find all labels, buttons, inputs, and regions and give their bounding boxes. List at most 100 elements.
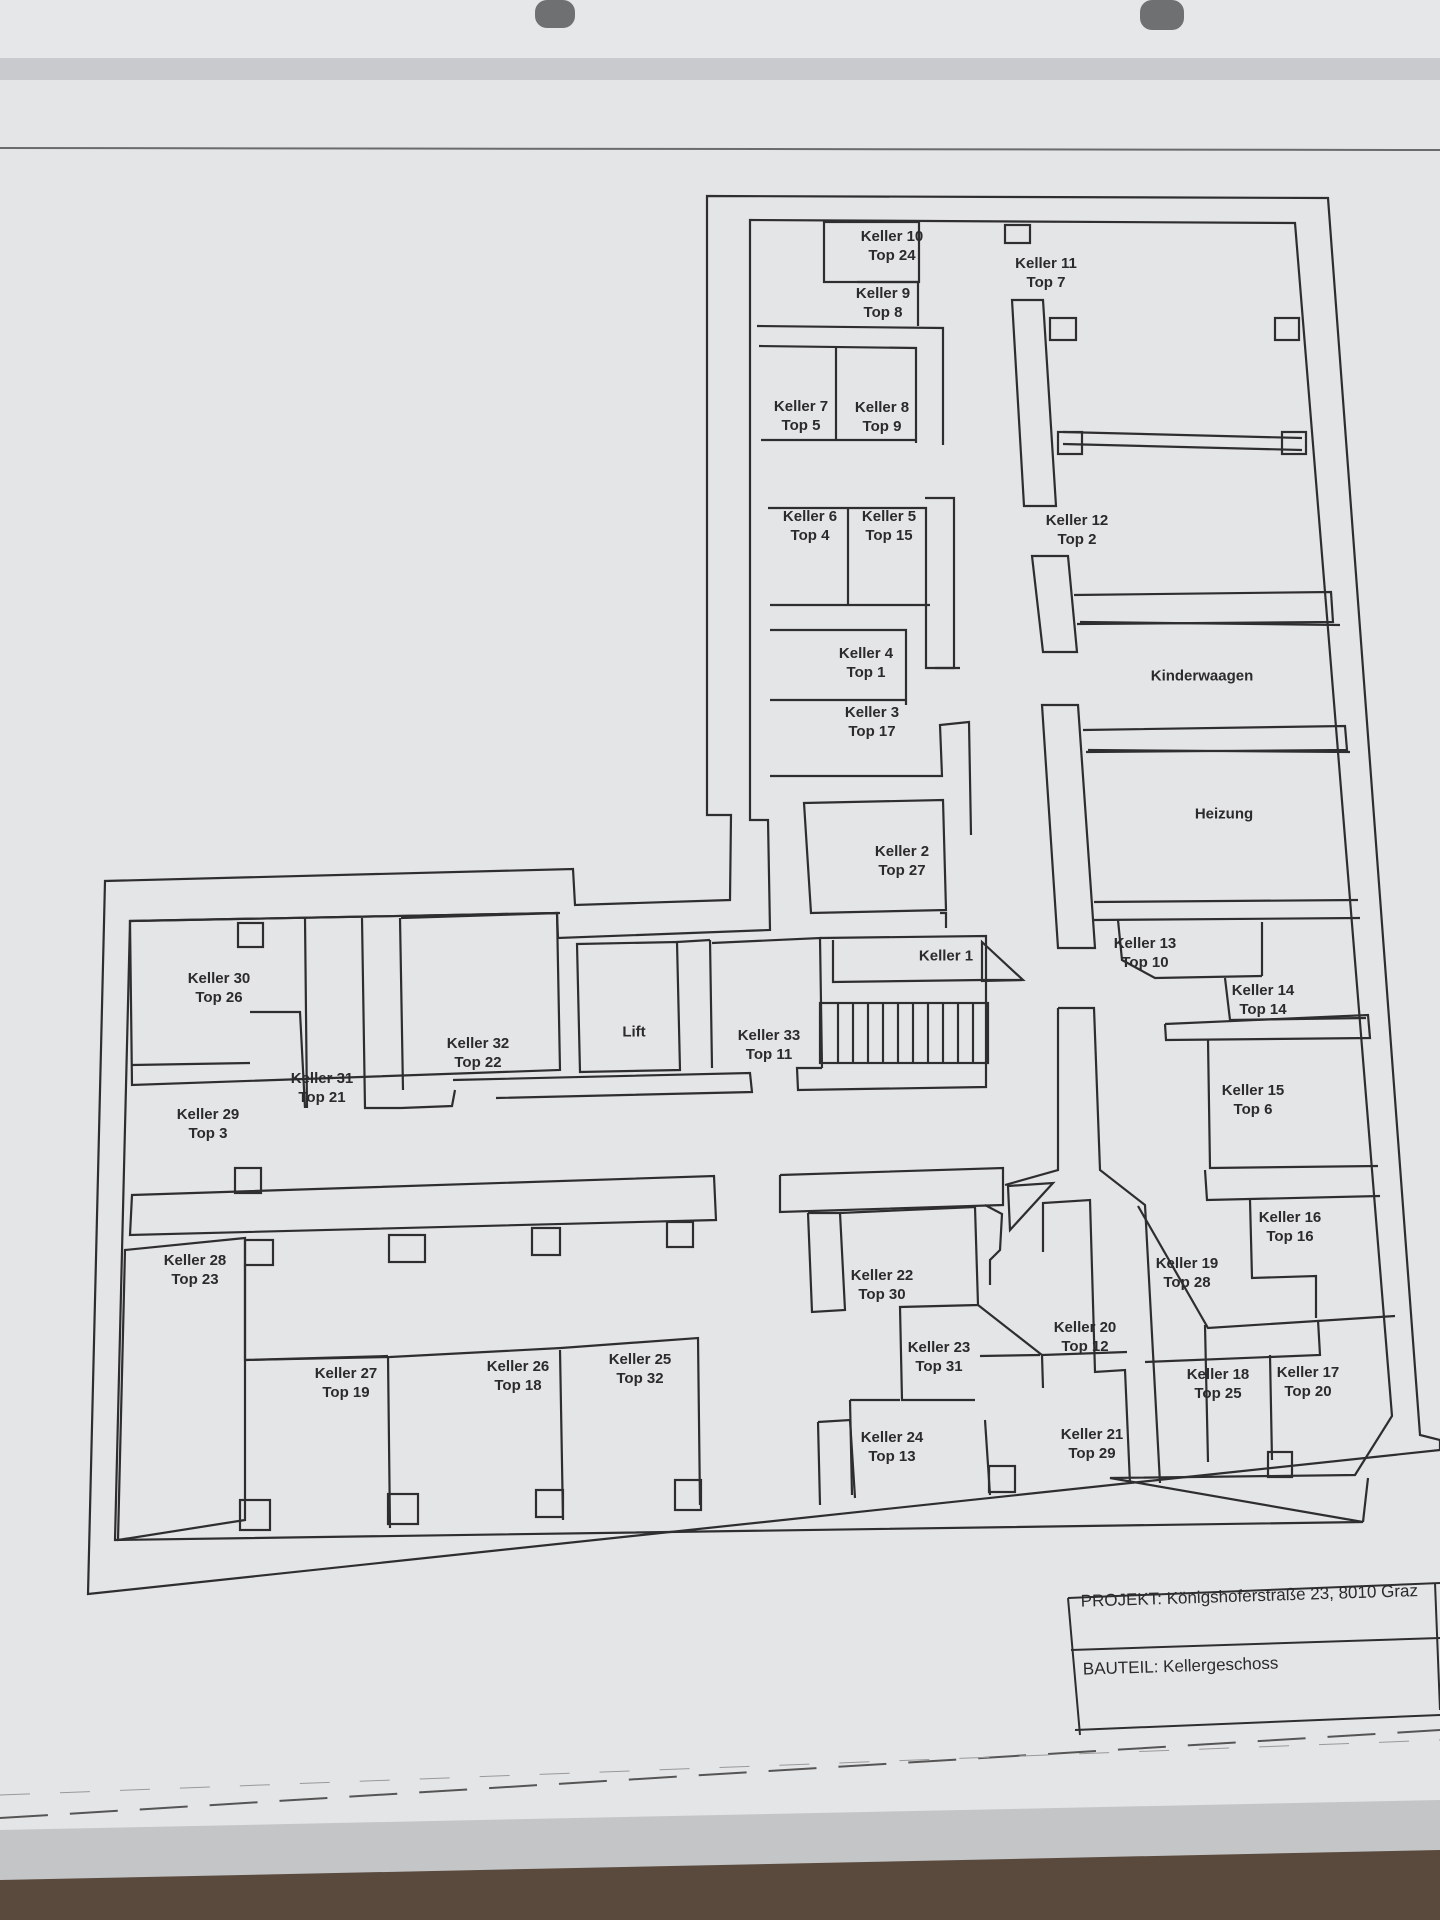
room-label-keller-30: Keller 30 Top 26 bbox=[188, 969, 251, 1007]
room-top: Top 13 bbox=[868, 1448, 916, 1465]
room-label-keller-11: Keller 11 Top 7 bbox=[1015, 254, 1077, 292]
room-name: Keller 17 bbox=[1276, 1364, 1340, 1381]
area-name: Heizung bbox=[1194, 805, 1254, 823]
room-top: Top 30 bbox=[858, 1286, 906, 1303]
room-label-keller-12: Keller 12 Top 2 bbox=[1046, 511, 1109, 549]
room-top: Top 20 bbox=[1284, 1383, 1332, 1400]
room-top: Top 22 bbox=[454, 1054, 502, 1071]
room-name: Keller 1 bbox=[918, 947, 974, 965]
room-top: Top 1 bbox=[846, 664, 886, 681]
room-name: Keller 18 bbox=[1186, 1366, 1250, 1383]
room-top: Top 7 bbox=[1026, 274, 1066, 291]
room-top: Top 25 bbox=[1194, 1385, 1242, 1402]
area-label-lift: Lift bbox=[622, 1023, 645, 1042]
room-top: Top 21 bbox=[298, 1089, 346, 1106]
room-label-keller-16: Keller 16 Top 16 bbox=[1259, 1208, 1322, 1246]
room-label-keller-8: Keller 8 Top 9 bbox=[855, 398, 909, 436]
room-top: Top 19 bbox=[322, 1384, 370, 1401]
room-top: Top 29 bbox=[1068, 1445, 1116, 1462]
room-top: Top 16 bbox=[1266, 1228, 1314, 1245]
room-label-keller-17: Keller 17 Top 20 bbox=[1277, 1363, 1340, 1401]
room-top: Top 27 bbox=[878, 862, 926, 879]
room-top: Top 8 bbox=[863, 304, 903, 321]
room-top: Top 12 bbox=[1061, 1338, 1109, 1355]
room-name: Keller 23 bbox=[907, 1339, 971, 1356]
room-name: Keller 24 bbox=[860, 1429, 924, 1446]
room-top: Top 14 bbox=[1239, 1001, 1287, 1018]
room-label-keller-26: Keller 26 Top 18 bbox=[487, 1357, 550, 1395]
area-name: Kinderwaagen bbox=[1150, 667, 1254, 685]
room-name: Keller 2 bbox=[874, 843, 930, 860]
room-label-keller-31: Keller 31 Top 21 bbox=[291, 1069, 354, 1107]
room-label-keller-33: Keller 33 Top 11 bbox=[738, 1026, 801, 1064]
room-label-keller-4: Keller 4 Top 1 bbox=[839, 644, 893, 682]
room-top: Top 3 bbox=[188, 1125, 228, 1142]
room-top: Top 24 bbox=[868, 247, 916, 264]
room-name: Keller 31 bbox=[290, 1070, 354, 1087]
room-name: Keller 29 bbox=[176, 1106, 240, 1123]
room-label-keller-5: Keller 5 Top 15 bbox=[862, 507, 916, 545]
room-label-keller-7: Keller 7 Top 5 bbox=[774, 397, 828, 435]
room-name: Keller 7 bbox=[773, 398, 829, 415]
room-label-keller-32: Keller 32 Top 22 bbox=[447, 1034, 510, 1072]
room-label-keller-6: Keller 6 Top 4 bbox=[783, 507, 837, 545]
room-name: Keller 27 bbox=[314, 1365, 378, 1382]
room-name: Keller 13 bbox=[1113, 935, 1177, 952]
room-label-keller-9: Keller 9 Top 8 bbox=[856, 284, 910, 322]
room-label-keller-19: Keller 19 Top 28 bbox=[1156, 1254, 1219, 1292]
area-label-kinderwagen: Kinderwaagen bbox=[1151, 667, 1254, 686]
room-top: Top 2 bbox=[1057, 531, 1097, 548]
room-name: Keller 32 bbox=[446, 1035, 510, 1052]
room-label-keller-29: Keller 29 Top 3 bbox=[177, 1105, 240, 1143]
room-name: Keller 8 bbox=[854, 399, 910, 416]
room-name: Keller 14 bbox=[1231, 982, 1295, 999]
room-label-keller-10: Keller 10 Top 24 bbox=[861, 227, 924, 265]
room-top: Top 18 bbox=[494, 1377, 542, 1394]
room-top: Top 5 bbox=[781, 417, 821, 434]
room-label-keller-24: Keller 24 Top 13 bbox=[861, 1428, 924, 1466]
room-top: Top 15 bbox=[865, 527, 913, 544]
room-label-keller-27: Keller 27 Top 19 bbox=[315, 1364, 378, 1402]
room-label-keller-1: Keller 1 bbox=[919, 947, 973, 966]
room-top: Top 32 bbox=[616, 1370, 664, 1387]
room-label-keller-20: Keller 20 Top 12 bbox=[1054, 1318, 1117, 1356]
room-name: Keller 12 bbox=[1045, 512, 1109, 529]
room-name: Keller 9 bbox=[855, 285, 911, 302]
room-name: Keller 30 bbox=[187, 970, 251, 987]
room-top: Top 11 bbox=[745, 1046, 793, 1063]
room-name: Keller 25 bbox=[608, 1351, 672, 1368]
room-name: Keller 6 bbox=[782, 508, 838, 525]
room-label-keller-21: Keller 21 Top 29 bbox=[1061, 1425, 1124, 1463]
room-name: Keller 11 bbox=[1015, 255, 1077, 272]
room-label-keller-13: Keller 13 Top 10 bbox=[1114, 934, 1177, 972]
room-name: Keller 5 bbox=[861, 508, 917, 525]
area-name: Lift bbox=[622, 1023, 646, 1041]
project-line: PROJEKT: Königshoferstraße 23, 8010 Graz bbox=[1080, 1581, 1419, 1611]
room-label-keller-18: Keller 18 Top 25 bbox=[1187, 1365, 1250, 1403]
room-top: Top 9 bbox=[862, 418, 902, 435]
room-name: Keller 19 bbox=[1155, 1255, 1219, 1272]
room-name: Keller 10 bbox=[860, 228, 924, 245]
room-name: Keller 21 bbox=[1060, 1426, 1124, 1443]
room-label-keller-2: Keller 2 Top 27 bbox=[875, 842, 929, 880]
room-name: Keller 26 bbox=[486, 1358, 550, 1375]
room-name: Keller 33 bbox=[737, 1027, 801, 1044]
room-name: Keller 28 bbox=[163, 1252, 227, 1269]
room-top: Top 6 bbox=[1233, 1101, 1273, 1118]
room-top: Top 31 bbox=[915, 1358, 963, 1375]
room-name: Keller 3 bbox=[844, 704, 900, 721]
room-name: Keller 22 bbox=[850, 1267, 914, 1284]
room-label-keller-22: Keller 22 Top 30 bbox=[851, 1266, 914, 1304]
room-top: Top 28 bbox=[1163, 1274, 1211, 1291]
room-top: Top 26 bbox=[195, 989, 243, 1006]
room-label-keller-14: Keller 14 Top 14 bbox=[1232, 981, 1295, 1019]
room-top: Top 10 bbox=[1121, 954, 1169, 971]
room-name: Keller 16 bbox=[1258, 1209, 1322, 1226]
room-top: Top 4 bbox=[790, 527, 830, 544]
room-name: Keller 20 bbox=[1053, 1319, 1117, 1336]
room-name: Keller 4 bbox=[838, 645, 894, 662]
